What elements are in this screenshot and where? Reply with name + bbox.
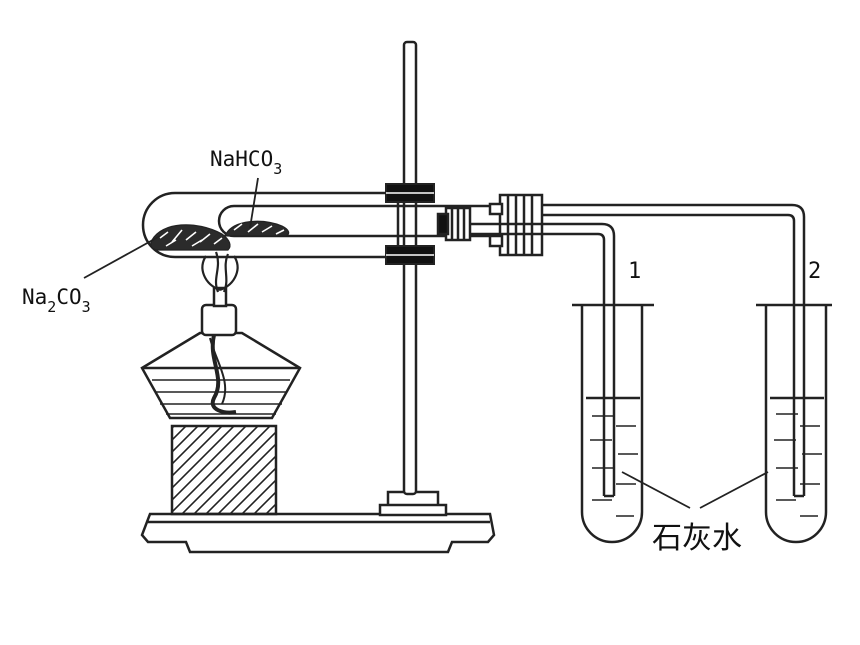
heating-block — [170, 424, 278, 516]
alcohol-lamp — [140, 286, 302, 420]
delivery-tube-1 — [470, 222, 616, 498]
stand-base — [140, 490, 496, 554]
stopper-inner — [436, 206, 472, 242]
limewater-label: 石灰水 — [652, 521, 742, 556]
limewater-leaders — [621, 471, 769, 509]
tube-2-label: 2 — [808, 259, 821, 284]
nahco3-pile — [224, 220, 290, 237]
na2co3-pile — [150, 224, 231, 251]
stand-rod — [402, 40, 418, 496]
label-leaders — [83, 177, 259, 279]
tube-1-label: 1 — [628, 259, 641, 284]
na2co3-label: Na2CO3 — [22, 285, 91, 316]
limewater-tube-2 — [756, 303, 832, 544]
limewater-tube-1 — [572, 303, 654, 544]
tube-clamp — [385, 183, 435, 265]
delivery-tube-2 — [542, 203, 806, 498]
nahco3-label: NaHCO3 — [210, 147, 282, 178]
